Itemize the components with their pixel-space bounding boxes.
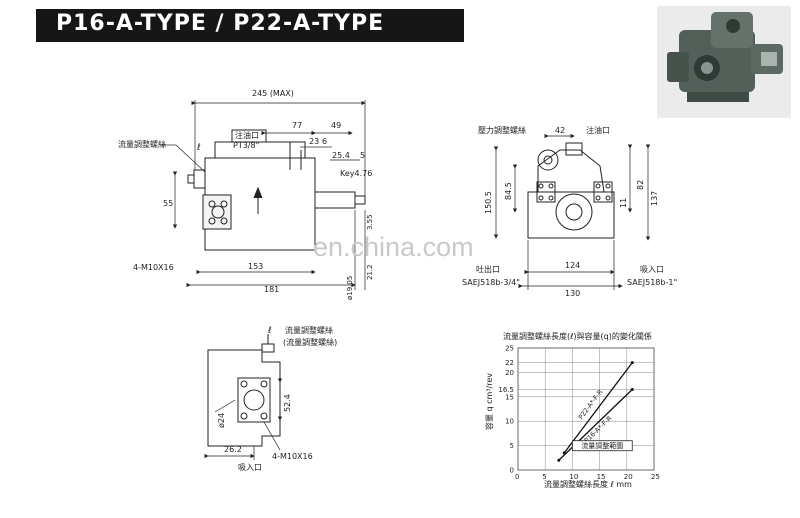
flow-screw-label: 流量調整螺絲 (118, 139, 166, 149)
flow-range-box (572, 440, 633, 452)
x-tick-label: 25 (651, 473, 660, 481)
dim-49: 49 (331, 121, 341, 130)
series-point-1 (557, 458, 561, 462)
key-label: Key4.76 (340, 169, 372, 178)
dim-52-4: 52.4 (283, 394, 292, 412)
dim-26-2: 26.2 (224, 445, 242, 454)
y-tick-label: 10 (505, 418, 514, 426)
dim-3-55: 3.55 (366, 214, 374, 230)
dim-82: 82 (636, 180, 645, 190)
dim-153: 153 (248, 262, 263, 271)
y-tick-label: 5 (510, 442, 514, 450)
dim-130: 130 (565, 289, 580, 298)
bolt-label: 4-M10X16 (133, 263, 174, 272)
bottom-flow-screw-2: (流量調整螺絲) (283, 337, 337, 347)
dim-84-5: 84.5 (504, 182, 513, 200)
fill-port-thread: PT3/8" (233, 141, 259, 150)
dim-5: 5 (360, 151, 365, 160)
dim-77: 77 (292, 121, 302, 130)
y-tick-label: 16.5 (498, 386, 514, 394)
watermark: en.china.com (313, 232, 474, 262)
x-tick-label: 5 (542, 473, 546, 481)
dim-42: 42 (555, 126, 565, 135)
title-bar (36, 9, 464, 42)
outlet-label: 吐出口 (476, 264, 500, 274)
series-point-0 (630, 361, 634, 365)
chart-xlabel: 流量調整螺絲長度 ℓ mm (544, 479, 632, 489)
dim-124: 124 (565, 261, 580, 270)
y-tick-label: 0 (510, 467, 514, 475)
y-tick-label: 25 (505, 345, 514, 353)
inlet-label: 吸入口 (640, 265, 664, 274)
bottom-l-mark: ℓ (267, 326, 272, 336)
dim-245: 245 (MAX) (252, 89, 294, 98)
y-tick-label: 22 (505, 359, 514, 367)
inlet-std: SAEJ518b-1" (627, 278, 677, 287)
dim-19-05: ø19.05 (346, 276, 354, 300)
x-tick-label: 10 (569, 473, 578, 481)
dim-23: 23 (309, 137, 319, 146)
bottom-inlet-label: 吸入口 (238, 463, 262, 472)
dim-11: 11 (619, 198, 628, 208)
hydraulic-pump-photo-icon (657, 6, 791, 118)
series-point-1 (630, 387, 634, 391)
y-tick-label: 15 (505, 393, 514, 401)
bottom-flow-screw-1: 流量調整螺絲 (285, 325, 333, 335)
series-label-1: P16-A*-F-R (583, 414, 614, 444)
side-view-labels: 245 (MAX) 77 49 23 6 25.4 5 55 153 181 ø… (118, 89, 374, 300)
x-tick-label: 0 (515, 473, 519, 481)
flow-range-label: 流量調整範圍 (581, 441, 623, 450)
dim-55: 55 (163, 199, 173, 208)
dim-137: 137 (650, 191, 659, 206)
outlet-std: SAEJ518b-3/4" (462, 278, 520, 287)
dim-150-5: 150.5 (484, 191, 493, 214)
dim-21-2: 21.2 (366, 264, 374, 280)
side-view (160, 100, 366, 290)
pressure-screw-label: 壓力調整螺絲 (478, 125, 526, 135)
dim-25-4: 25.4 (332, 151, 350, 160)
y-tick-label: 20 (505, 369, 514, 377)
dim-24: ø24 (217, 413, 226, 428)
front-view (493, 133, 651, 290)
bottom-view-labels: ℓ 流量調整螺絲 (流量調整螺絲) ø24 52.4 26.2 4-M10X16… (217, 325, 337, 472)
front-view-labels: 壓力調整螺絲 注油口 42 150.5 84.5 11 82 137 124 1… (462, 125, 677, 298)
chart-ylabel: 容量 q cm³/rev (484, 373, 494, 430)
l-mark: ℓ (196, 143, 201, 153)
x-tick-label: 15 (597, 473, 606, 481)
bottom-bolt-label: 4-M10X16 (272, 452, 313, 461)
flow-chart: 流量調整螺絲長度(ℓ)與容量(q)的變化關係 流量調整螺絲長度 ℓ mm 容量 … (484, 331, 660, 489)
chart-title: 流量調整螺絲長度(ℓ)與容量(q)的變化關係 (503, 331, 652, 341)
fill-port-label: 注油口 (235, 130, 259, 140)
series-line-0 (563, 362, 633, 454)
x-tick-label: 20 (624, 473, 633, 481)
series-line-1 (558, 389, 633, 461)
page-title: P16-A-TYPE / P22-A-TYPE (56, 11, 385, 36)
dim-181: 181 (264, 285, 279, 294)
dim-6: 6 (322, 137, 327, 146)
bottom-view (204, 334, 283, 460)
front-fill-port-label: 注油口 (586, 125, 610, 135)
